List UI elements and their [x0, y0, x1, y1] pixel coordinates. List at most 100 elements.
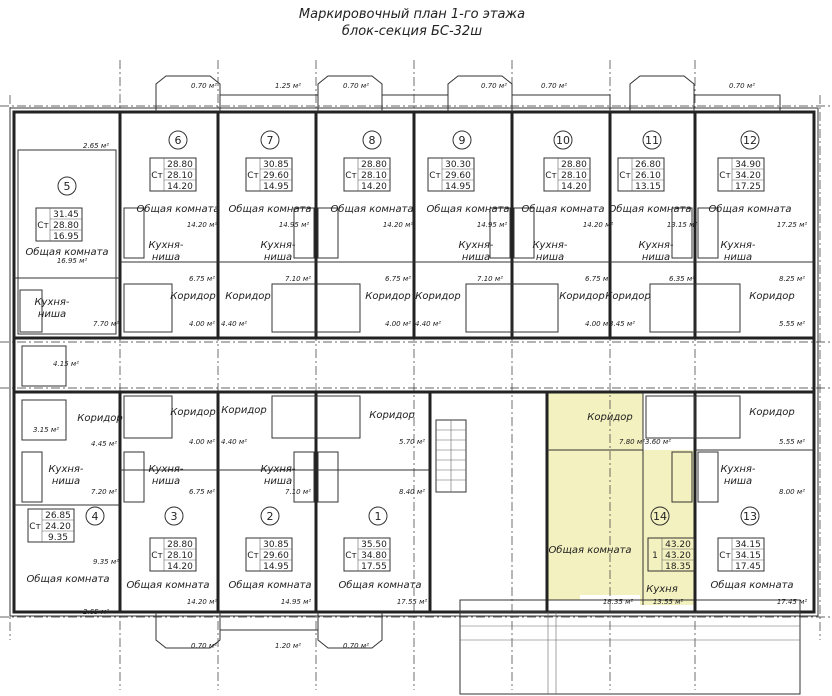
area-table-value: 43.20: [665, 551, 691, 561]
dimension-label: 2.65 м²: [83, 608, 109, 616]
stove: [317, 207, 339, 259]
room-label-corridor: Коридор: [587, 412, 632, 423]
apartment-marker: [168, 130, 188, 150]
room-label-living: Общая комната: [25, 246, 108, 258]
dimension-label: 7.10 м²: [285, 488, 311, 496]
room-label-kitchen: ниша: [152, 252, 180, 263]
dimension-label: 0.70 м²: [729, 82, 755, 90]
apartment-5-room: [17, 149, 117, 335]
stove: [697, 207, 719, 259]
apartment-number: 4: [92, 510, 99, 523]
dimension-label: 9.35 м²: [93, 558, 119, 566]
stove: [123, 451, 145, 503]
dimension-label: 1.20 м²: [275, 642, 301, 650]
plan-subtitle: блок-секция БС-32ш: [342, 24, 482, 39]
dimension-label: 18.35 м²: [603, 598, 634, 606]
area-table-value: 14.95: [445, 182, 471, 192]
room-label-corridor: Коридор: [749, 407, 794, 418]
area-table-type: Ст: [151, 171, 163, 181]
area-table: [35, 207, 83, 242]
dimension-label: 4.40 м²: [415, 320, 441, 328]
room-label-kitchen: Кухня-: [458, 240, 493, 251]
room-label-kitchen: Кухня-: [148, 464, 183, 475]
area-table-value: 34.20: [735, 171, 761, 181]
room-label-kitchen: ниша: [462, 252, 490, 263]
room-label-kitchen: ниша: [724, 252, 752, 263]
apartment-number: 1: [375, 510, 382, 523]
dimension-label: 4.40 м²: [221, 438, 247, 446]
balcony-bottom-1: [155, 612, 221, 649]
room-label-kitchen: Кухня-: [148, 240, 183, 251]
area-table-type: Ст: [247, 551, 259, 561]
room-label-kitchen: Кухня-: [532, 240, 567, 251]
balcony-bottom-2: [317, 612, 383, 649]
dimension-label: 4.00 м²: [189, 438, 215, 446]
dimension-label: 6.35 м²: [669, 275, 695, 283]
apartment-marker: [260, 506, 280, 526]
area-table-type: Ст: [29, 522, 41, 532]
dimension-label: 4.00 м²: [385, 320, 411, 328]
area-table: [27, 508, 75, 543]
area-table-value: 14.20: [361, 182, 387, 192]
area-table-type: Ст: [151, 551, 163, 561]
area-table-value: 28.10: [561, 171, 587, 181]
area-table-value: 28.80: [167, 160, 193, 170]
room-label-corridor: Коридор: [170, 291, 215, 302]
dimension-label: 14.95 м²: [279, 221, 310, 229]
dimension-label: 4.15 м²: [53, 360, 79, 368]
area-table-value: 26.80: [635, 160, 661, 170]
dimension-label: 14.95 м²: [281, 598, 312, 606]
dimension-label: 14.20 м²: [383, 221, 414, 229]
room-label-kitchen: ниша: [536, 252, 564, 263]
dimension-label: 8.25 м²: [779, 275, 805, 283]
balcony-top-4: [629, 75, 695, 112]
room-label-living: Общая комната: [521, 203, 604, 215]
area-table-value: 13.15: [635, 182, 661, 192]
area-table-value: 29.60: [263, 171, 289, 181]
area-table-type: Ст: [345, 171, 357, 181]
stove: [489, 207, 511, 259]
apartment-marker: [642, 130, 662, 150]
stove: [293, 451, 315, 503]
room-label-living: Общая комната: [338, 579, 421, 591]
apartment-marker: [362, 130, 382, 150]
room-label-kitchen: Кухня-: [48, 464, 83, 475]
dimension-label: 0.70 м²: [343, 82, 369, 90]
area-table-value: 18.35: [665, 562, 691, 572]
dimension-label: 0.70 м²: [541, 82, 567, 90]
apartment-number: 8: [369, 134, 376, 147]
area-table-value: 28.80: [167, 540, 193, 550]
dimension-label: 13.15 м²: [667, 221, 698, 229]
apartment-number: 3: [171, 510, 178, 523]
room-label-kitchen: ниша: [264, 252, 292, 263]
dimension-label: 7.70 м²: [93, 320, 119, 328]
bathroom-block: [271, 283, 317, 333]
apartment-number: 13: [743, 510, 757, 523]
apartment-marker: [164, 506, 184, 526]
dimension-label: 8.40 м²: [399, 488, 425, 496]
apartment-number: 5: [64, 180, 71, 193]
area-table-value: 31.45: [53, 210, 79, 220]
room-label-kitchen: Кухня-: [720, 240, 755, 251]
dimension-label: 5.55 м²: [779, 438, 805, 446]
area-table-type: Ст: [545, 171, 557, 181]
area-table-value: 14.95: [263, 562, 289, 572]
room-label-corridor: Коридор: [365, 291, 410, 302]
room-label-living: Общая комната: [136, 203, 219, 215]
apartment-marker: [740, 506, 760, 526]
area-table-type: Ст: [345, 551, 357, 561]
balcony-top-5: [219, 94, 319, 112]
dimension-label: 5.70 м²: [399, 438, 425, 446]
dimension-label: 14.20 м²: [187, 598, 218, 606]
area-table: [149, 157, 197, 192]
bathroom-block: [123, 283, 173, 333]
bathroom-block: [465, 283, 513, 333]
highlight-apartment-14: [547, 392, 695, 605]
apartment-number: 10: [556, 134, 570, 147]
balcony-top-7: [381, 94, 449, 112]
room-label-corridor: Коридор: [749, 291, 794, 302]
room-label-kitchen: Кухня-: [34, 297, 69, 308]
area-table-value: 34.15: [735, 551, 761, 561]
apartment-number: 9: [459, 134, 466, 147]
area-table-value: 34.90: [735, 160, 761, 170]
